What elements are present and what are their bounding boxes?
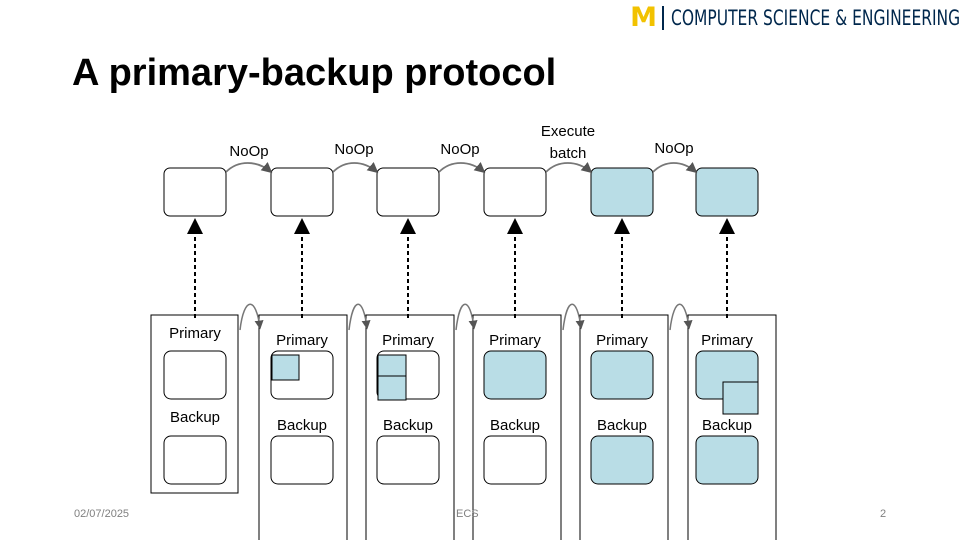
state-transition-arrow [545, 162, 593, 174]
state-box-6 [695, 167, 759, 217]
backup-label: Backup [490, 417, 540, 434]
primary-state-box [483, 350, 547, 400]
request-square [271, 354, 300, 381]
state-box-3 [376, 167, 440, 217]
backup-state-box [695, 435, 759, 485]
backup-label: Backup [597, 417, 647, 434]
state-box-2 [270, 167, 334, 217]
backup-state-box [376, 435, 440, 485]
footer-date: 02/07/2025 [74, 508, 130, 520]
backup-state-box [163, 435, 227, 485]
state-transition-arrow [652, 162, 698, 174]
transition-label: NoOp [440, 141, 479, 158]
backup-state-box [270, 435, 334, 485]
transition-label: batch [550, 145, 587, 162]
backup-label: Backup [383, 417, 433, 434]
request-square [722, 381, 759, 415]
block-m-logo: M [630, 2, 657, 33]
transition-label: NoOp [654, 140, 693, 157]
request-square [377, 354, 407, 377]
footer-page-number: 2 [880, 508, 887, 520]
state-box-1 [163, 167, 227, 217]
state-box-4 [483, 167, 547, 217]
frame-transition-arrow [239, 303, 264, 331]
primary-label: Primary [596, 332, 648, 349]
logo-divider [662, 5, 664, 30]
department-logo: M COMPUTER SCIENCE & ENGINEERING [630, 2, 960, 33]
slide-title: A primary-backup protocol [72, 52, 557, 94]
primary-label: Primary [489, 332, 541, 349]
state-transition-arrow [225, 162, 273, 174]
primary-state-box [590, 350, 654, 400]
backup-label: Backup [702, 417, 752, 434]
backup-state-box [590, 435, 654, 485]
transition-label: Execute [541, 123, 595, 140]
primary-label: Primary [382, 332, 434, 349]
primary-label: Primary [276, 332, 328, 349]
frame-transition-arrow [562, 303, 585, 331]
request-square [377, 375, 407, 401]
backup-label: Backup [277, 417, 327, 434]
transition-label: NoOp [334, 141, 373, 158]
backup-label: Backup [170, 409, 220, 426]
primary-state-box [163, 350, 227, 400]
frame-transition-arrow [669, 303, 693, 331]
frame-transition-arrow [348, 303, 371, 331]
footer-center-text: ECS [456, 508, 479, 520]
backup-state-box [483, 435, 547, 485]
transition-label: NoOp [229, 143, 268, 160]
state-box-5 [590, 167, 654, 217]
state-transition-arrow [332, 162, 379, 174]
primary-label: Primary [169, 325, 221, 342]
frame-transition-arrow [455, 303, 478, 331]
primary-label: Primary [701, 332, 753, 349]
state-transition-arrow [438, 162, 486, 174]
